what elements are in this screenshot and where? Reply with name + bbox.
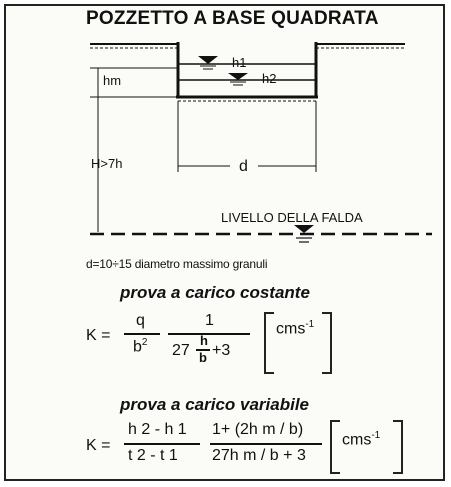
constant-k-label: K = <box>86 327 111 344</box>
constant-den2-a: 27 <box>172 342 190 359</box>
variable-den1: t 2 - t 1 <box>128 447 178 464</box>
variable-num2: 1+ (2h m / b) <box>212 421 304 438</box>
constant-head-title: prova a carico costante <box>120 283 310 302</box>
label-hm: hm <box>103 73 122 88</box>
figure-title: POZZETTO A BASE QUADRATA <box>86 8 379 29</box>
variable-frac2-bar <box>210 443 322 445</box>
constant-unit: cms-1 <box>276 319 315 338</box>
water-table-label: LIVELLO DELLA FALDA <box>221 210 363 225</box>
constant-num1: q <box>136 312 145 329</box>
variable-den2: 27h m / b + 3 <box>212 447 306 464</box>
well-diagram <box>90 42 432 243</box>
constant-unit-bracket-right <box>322 312 332 374</box>
constant-den2-h: h <box>200 333 208 348</box>
variable-unit: cms-1 <box>342 430 381 449</box>
water-table-icon <box>294 225 314 233</box>
constant-hb-bar <box>196 349 210 351</box>
variable-frac1-bar <box>124 443 200 445</box>
variable-num1: h 2 - h 1 <box>128 421 187 438</box>
variable-head-title: prova a carico variabile <box>120 395 309 414</box>
variable-unit-bracket-left <box>330 420 340 474</box>
label-d: d <box>239 158 248 175</box>
constant-den2-c: +3 <box>212 342 231 359</box>
constant-den2-b: b <box>199 350 207 365</box>
figure-card <box>4 4 445 481</box>
constant-num2: 1 <box>205 312 214 329</box>
constant-unit-bracket-left <box>264 312 274 374</box>
constant-den1: b2 <box>133 337 148 356</box>
label-H: H>7h <box>91 156 123 171</box>
constant-frac2-bar <box>168 333 250 335</box>
label-h1: h1 <box>232 55 247 70</box>
variable-unit-bracket-right <box>393 420 403 474</box>
diameter-note: d=10÷15 diametro massimo granuli <box>86 257 268 271</box>
water-level-h2-icon <box>228 73 248 80</box>
constant-frac1-bar <box>124 333 160 335</box>
label-h2: h2 <box>262 71 277 86</box>
water-level-h1-icon <box>198 56 218 64</box>
variable-k-label: K = <box>86 437 111 454</box>
